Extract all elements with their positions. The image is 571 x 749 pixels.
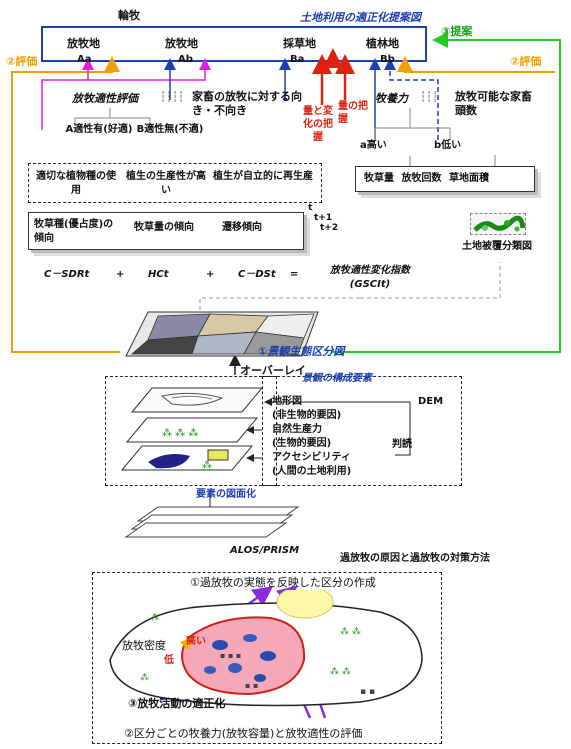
formula-result: 放牧適性変化指数(GSCIt) — [330, 265, 410, 290]
grazing-suitability-evaluation: 放牧適性評価 — [72, 92, 138, 105]
proposal-map-title: 土地利用の適正化提案図 — [300, 11, 421, 24]
svg-text:⁂ ⁂ ⁂: ⁂ ⁂ ⁂ — [162, 427, 198, 439]
proposal-label: ③提案 — [441, 25, 473, 38]
landscape-division-map-label: ①景観生態区分図 — [258, 345, 345, 358]
time-t: t — [308, 203, 313, 213]
capacity-factors: 牧草量 放牧回数 草地面積 — [364, 173, 489, 184]
formula-plus-1: + — [116, 269, 125, 280]
grazing-density-label: 放牧密度 — [122, 639, 166, 652]
unit-code-aa: Aa — [77, 54, 92, 65]
capacity-box — [355, 166, 535, 192]
possible-livestock-heads: 放牧可能な家畜頭数 — [455, 90, 532, 118]
dem-label: DEM — [418, 396, 444, 407]
formula-plus-2: + — [206, 269, 215, 280]
overgrazing-causes-title: 過放牧の原因と過放牧の対策方法 — [340, 553, 490, 564]
alos-prism-label: ALOS/PRISM — [230, 545, 300, 556]
svg-text:⁂: ⁂ — [150, 612, 159, 623]
layers-group — [105, 376, 277, 486]
class-a-suitable: A適性有(好適) — [65, 124, 133, 135]
evaluation-label-right: ②評価 — [510, 55, 542, 68]
trend-box — [28, 212, 304, 250]
natural-productivity: 自然生産力 — [272, 424, 322, 435]
factor-plant-species: 適切な植物種の使用 — [36, 171, 116, 196]
rotation-grazing-label: 輪牧 — [118, 9, 140, 22]
class-b-level-low: b低い — [434, 140, 462, 151]
svg-text:⁂ ⁂: ⁂ ⁂ — [340, 626, 361, 637]
step2-carrying-capacity-eval: ②区分ごとの牧養力(放牧容量)と放牧適性の評価 — [124, 727, 363, 740]
trend-succession: 遷移傾向 — [222, 222, 262, 233]
svg-text:▪ ▪ ▪: ▪ ▪ ▪ — [220, 651, 241, 660]
carrying-capacity: 牧養力 — [375, 92, 408, 105]
factor-self-regeneration: 植生が自立的に再生産 — [213, 171, 313, 182]
factor-group — [28, 163, 322, 203]
svg-text:⁂: ⁂ — [202, 459, 212, 471]
components-title: 景観の構成要素 — [302, 373, 372, 384]
overgrazing-panel — [92, 572, 442, 744]
grazing-density-map: ⁂ ⁂ ⁂ ⁂ ⁂ ⁂ ▪ ▪ ▪ ▪ ▪ ▪ ▪ — [100, 590, 430, 710]
accessibility-sub: (人間の土地利用) — [272, 466, 352, 477]
factor-productivity: 植生の生産性が高い — [126, 171, 206, 196]
unit-code-bb: Bb — [380, 54, 395, 65]
svg-text:⁂ ⁂: ⁂ ⁂ — [330, 666, 351, 677]
density-high: 高い — [186, 636, 206, 647]
formula-term-3: C－DSt — [238, 269, 276, 280]
layer-stack-image: ⁂ ⁂ ⁂ ⁂ — [112, 384, 272, 484]
trend-quantity: 牧草量の傾向 — [134, 222, 194, 233]
natural-productivity-sub: (生物的要因) — [272, 438, 332, 449]
density-low: 低 — [164, 655, 174, 666]
quantity-change-grasp: 量と変化の把握 — [303, 106, 333, 143]
land-cover-map-image — [470, 213, 526, 235]
alos-stack-image — [118, 505, 308, 541]
landscape-division-map-image — [118, 308, 332, 360]
unit-grazing-1: 放牧地 — [67, 37, 100, 50]
quantity-grasp: 量の把握 — [338, 101, 368, 125]
evaluation-label-left: ②評価 — [6, 55, 38, 68]
land-cover-map-label: 土地被覆分類図 — [462, 241, 532, 252]
accessibility: アクセシビリティ — [272, 452, 351, 463]
svg-text:▪ ▪: ▪ ▪ — [360, 687, 375, 697]
unit-forest: 植林地 — [366, 37, 399, 50]
svg-text:▪ ▪: ▪ ▪ — [245, 681, 258, 690]
unit-grazing-2: 放牧地 — [165, 37, 198, 50]
step1-overgrazing-division: ①過放牧の実態を反映した区分の作成 — [190, 576, 376, 589]
trend-species: 牧草種(優占度)の傾向 — [34, 219, 114, 244]
landform-map: 地形図 — [272, 396, 302, 407]
svg-text:⁂: ⁂ — [140, 672, 149, 683]
step3-optimize-grazing: ③放牧活動の適正化 — [128, 697, 226, 710]
landform-sub: (非生物的要因) — [272, 410, 342, 421]
class-b-unsuitable: B適性無(不適) — [136, 124, 204, 135]
overlay-label: オーバーレイ — [240, 364, 306, 377]
components-group — [262, 376, 462, 486]
interpretation-label: 判読 — [392, 439, 412, 450]
time-t1: t+1 — [314, 213, 333, 223]
unit-code-ba: Ba — [290, 54, 305, 65]
time-t2: t+2 — [320, 223, 339, 233]
formula-term-1: C－SDRt — [44, 269, 90, 280]
formula-equals: = — [290, 269, 299, 280]
formula-term-2: HCt — [148, 269, 169, 280]
livestock-suitability: 家畜の放牧に対する向き・不向き — [192, 90, 302, 118]
class-a-level-high: a高い — [360, 140, 387, 151]
unit-hayfield: 採草地 — [283, 37, 316, 50]
unit-code-ab: Ab — [178, 54, 193, 65]
element-maps-label: 要素の図面化 — [196, 489, 256, 500]
